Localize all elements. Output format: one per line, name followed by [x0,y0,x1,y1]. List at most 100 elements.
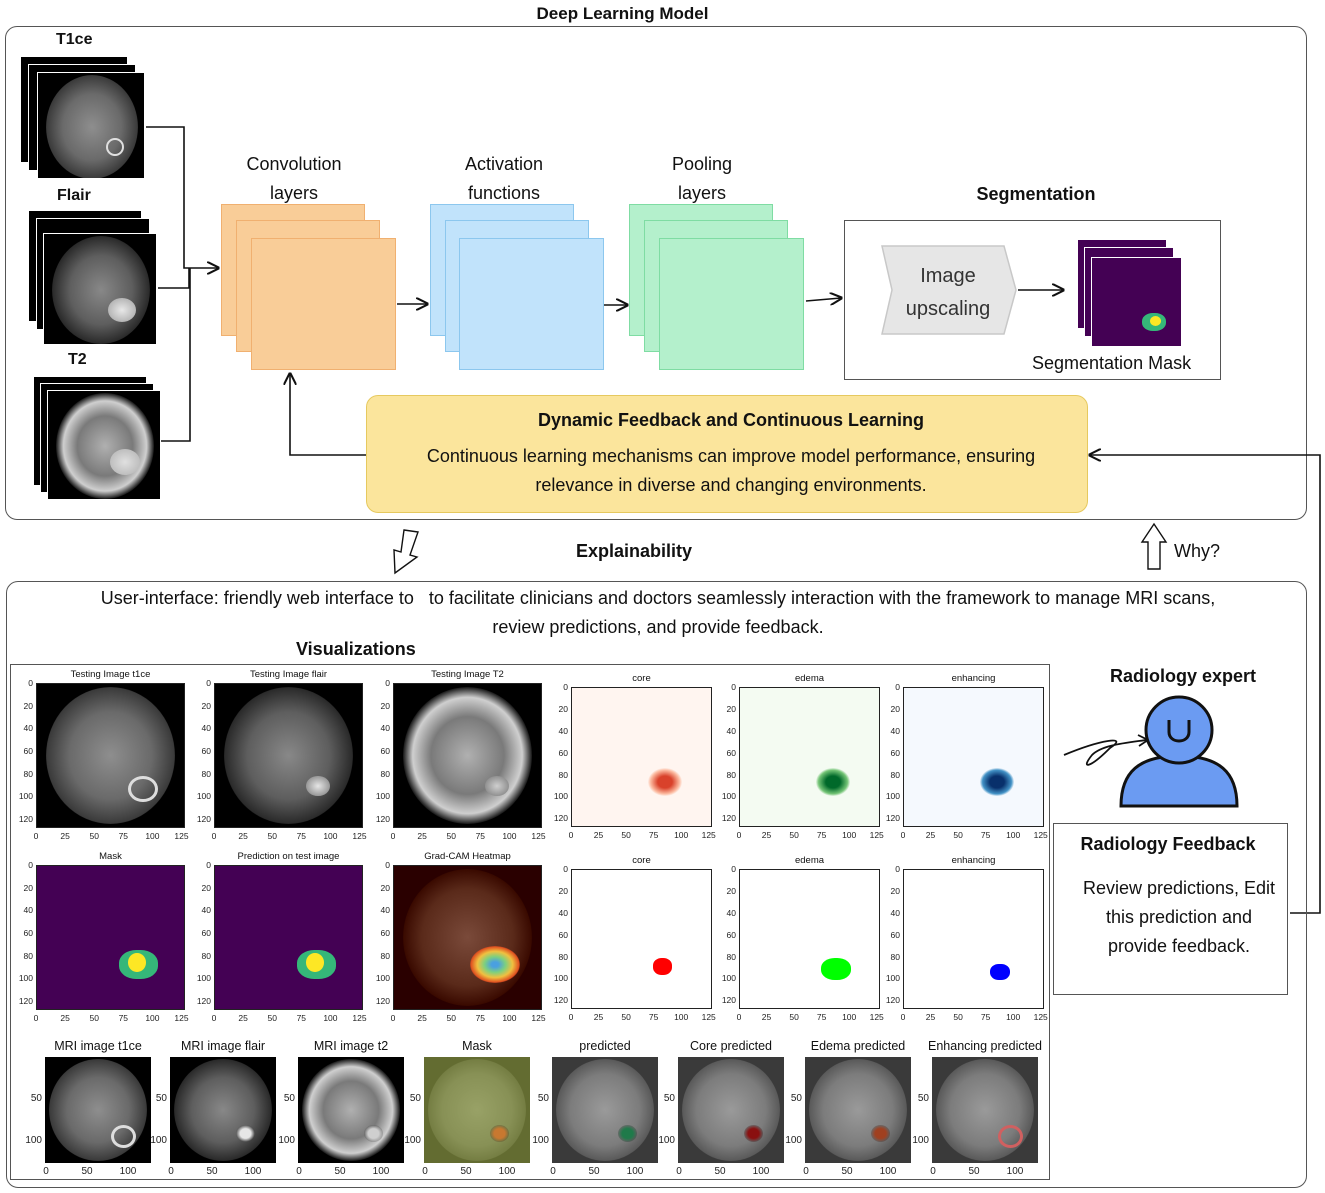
x-tick-label: 75 [980,830,991,840]
x-tick-label: 100 [498,1166,516,1177]
y-tick-label: 80 [201,950,211,961]
plot-title: Testing Image flair [249,669,328,680]
y-tick-label: 40 [380,905,390,916]
overlay-title: Mask [462,1039,492,1053]
y-tick-label: 80 [558,769,568,780]
x-tick-label: 125 [1033,1012,1048,1022]
x-tick-label: 50 [968,1166,980,1177]
person-icon [1119,695,1239,808]
radiology-feedback-box [1053,823,1288,995]
y-tick-label: 20 [890,885,900,896]
plot-image [739,687,880,827]
y-tick-label: 0 [385,678,390,688]
y-tick-label: 100 [18,973,33,984]
plot-title: Testing Image T2 [431,669,504,680]
y-tick-label: 0 [731,864,736,874]
y-tick-label: 40 [890,907,900,918]
x-tick-label: 75 [648,830,659,840]
y-tick-label: 80 [726,951,736,962]
x-tick-label: 0 [211,1013,217,1023]
y-tick-label: 20 [558,885,568,896]
x-tick-label: 100 [674,1012,689,1022]
y-tick-label: 50 [917,1093,929,1104]
x-tick-label: 0 [211,831,217,841]
segmentation-box [844,220,1221,380]
x-tick-label: 75 [816,830,827,840]
x-tick-label: 50 [446,831,456,841]
overlay-title: MRI image t2 [313,1039,389,1053]
y-tick-label: 100 [18,791,33,802]
x-tick-label: 125 [869,1012,884,1022]
diagram-title: Deep Learning Model [536,4,709,23]
y-tick-label: 120 [375,813,390,824]
radiology-feedback-line2: this prediction and [1105,907,1253,927]
plot-title: Testing Image t1ce [70,669,151,680]
y-tick-label: 20 [890,703,900,714]
x-tick-label: 25 [417,831,427,841]
x-tick-label: 0 [930,1166,936,1177]
x-tick-label: 25 [761,830,772,840]
y-tick-label: 0 [731,682,736,692]
x-tick-label: 50 [789,830,799,840]
x-tick-label: 25 [238,1013,248,1023]
x-tick-label: 0 [736,1012,742,1022]
y-tick-label: 20 [380,882,390,893]
ui-text-line1: User-interface: friendly web interface t… [100,588,1216,608]
x-tick-label: 125 [1033,830,1048,840]
feedback-title: Dynamic Feedback and Continuous Learning [537,410,925,430]
y-tick-label: 100 [375,973,390,984]
y-tick-label: 100 [553,973,568,984]
x-tick-label: 125 [701,1012,716,1022]
plot-title: core [632,673,651,684]
label-flair: Flair [57,187,91,204]
plot-image [36,683,185,828]
x-tick-label: 100 [119,1166,137,1177]
x-tick-label: 25 [925,1012,936,1022]
y-tick-label: 0 [563,682,568,692]
y-tick-label: 0 [563,864,568,874]
y-tick-label: 0 [206,678,211,688]
x-tick-label: 50 [953,1012,963,1022]
visualization-panel [10,664,1050,1180]
x-tick-label: 75 [118,1013,129,1023]
y-tick-label: 80 [890,951,900,962]
y-tick-label: 100 [885,791,900,802]
x-tick-label: 25 [60,1013,70,1023]
y-tick-label: 60 [558,929,568,940]
x-tick-label: 100 [145,1013,160,1023]
x-tick-label: 50 [89,831,99,841]
x-tick-label: 100 [502,1013,517,1023]
user-interface-frame [6,581,1307,1188]
y-tick-label: 0 [385,860,390,870]
y-tick-label: 80 [23,950,33,961]
overlay-title: MRI image t1ce [54,1039,142,1053]
y-tick-label: 100 [375,791,390,802]
x-tick-label: 75 [296,1013,307,1023]
overlay-title: Edema predicted [810,1039,906,1053]
x-tick-label: 0 [43,1166,49,1177]
x-tick-label: 100 [752,1166,770,1177]
overlay-image [805,1057,911,1163]
radiology-feedback-line1: Review predictions, Edit [1082,878,1276,898]
x-tick-label: 0 [736,830,742,840]
y-tick-label: 60 [890,929,900,940]
y-tick-label: 80 [558,951,568,962]
y-tick-label: 20 [201,700,211,711]
x-tick-label: 100 [323,831,338,841]
x-tick-label: 75 [296,831,307,841]
x-tick-label: 125 [531,831,546,841]
y-tick-label: 120 [18,995,33,1006]
y-tick-label: 80 [380,950,390,961]
y-tick-label: 40 [558,725,568,736]
y-tick-label: 60 [726,929,736,940]
activation-label-line1: Activation [464,154,544,174]
y-tick-label: 60 [380,745,390,756]
plot-title: edema [794,855,825,866]
y-tick-label: 80 [890,769,900,780]
plot-image [571,687,712,827]
y-tick-label: 40 [890,725,900,736]
plot-title: Mask [99,851,122,862]
y-tick-label: 80 [23,768,33,779]
segmentation-mask-label: Segmentation Mask [1032,353,1192,373]
